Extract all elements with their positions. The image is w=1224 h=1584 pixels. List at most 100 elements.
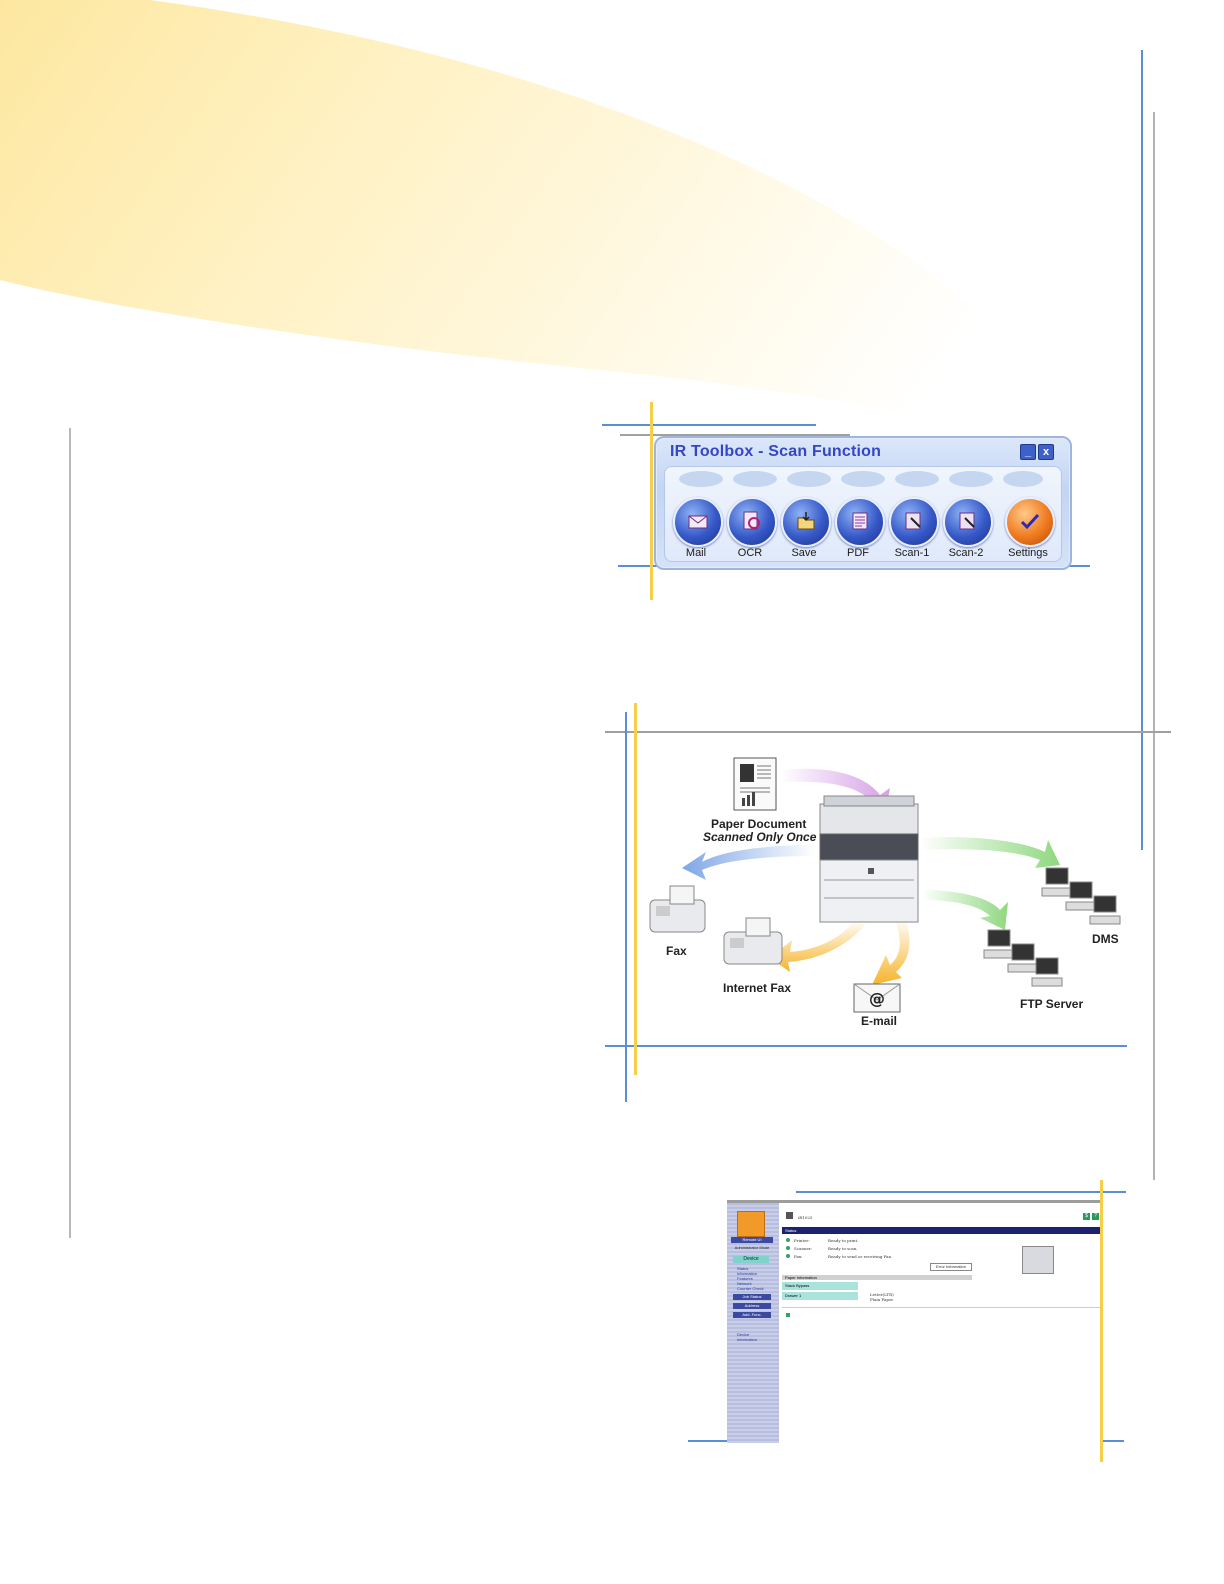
toolbox-rule-yellow	[650, 402, 653, 600]
footer-information-link[interactable]: Information	[737, 1337, 758, 1342]
divider	[782, 1307, 1100, 1308]
internet-fax-label: Internet Fax	[723, 981, 792, 995]
scan-2-label: Scan-2	[948, 547, 984, 559]
paper-row-stack-bypass: Stack Bypass	[782, 1282, 858, 1290]
status-dot	[786, 1238, 790, 1242]
toolbox-rule-top	[602, 424, 816, 426]
settings-label: Settings	[1008, 547, 1048, 559]
placeholder-slot	[841, 471, 885, 487]
nav-network[interactable]: Network	[737, 1281, 752, 1286]
arrow-to-internet-fax	[770, 920, 865, 972]
ftp-server-icon	[983, 929, 1063, 987]
placeholder-slot	[1003, 471, 1043, 487]
mail-icon	[688, 515, 708, 529]
diagram-rule-bottom	[605, 1045, 1127, 1047]
arrow-to-email	[872, 918, 910, 985]
nav-features[interactable]: Features	[737, 1276, 753, 1281]
status-dot	[786, 1246, 790, 1250]
placeholder-slot	[949, 471, 993, 487]
email-symbol: @	[869, 989, 885, 1008]
status-header: Status	[782, 1227, 1100, 1234]
remote-ui-sidebar: Remote UI Administrator Mode Device Stat…	[727, 1203, 779, 1443]
copier-thumbnail-icon	[1022, 1246, 1054, 1274]
right-margin-rule-blue	[1141, 50, 1143, 850]
minimize-button[interactable]: _	[1020, 444, 1036, 460]
paper-info-header: Paper Information	[782, 1275, 972, 1280]
fax-status-name: Fax:	[794, 1254, 803, 1259]
status-dot	[786, 1254, 790, 1258]
arrow-to-fax	[682, 845, 815, 880]
fax-status-value: Ready to send or receiving Fax.	[828, 1254, 893, 1259]
toolbox-button-panel: Mail OCR Save PDF Scan-1 Scan-2 Settings	[664, 466, 1062, 562]
printer-small-icon	[786, 1212, 793, 1219]
ftp-server-label: FTP Server	[1020, 997, 1084, 1011]
remote-ui-logo-icon	[737, 1211, 765, 1237]
address-button[interactable]: Address	[733, 1303, 771, 1309]
paper-document-label: Paper Document	[711, 817, 807, 831]
internet-fax-icon	[723, 917, 783, 965]
admin-mode-label: Administrator Mode	[734, 1245, 770, 1250]
save-label: Save	[791, 547, 817, 559]
nav-status[interactable]: Status	[737, 1266, 749, 1271]
toolbox-title: IR Toolbox - Scan Function	[670, 443, 882, 460]
toolbox-rule-gray	[620, 434, 850, 436]
scanner-status-value: Ready to scan.	[828, 1246, 858, 1251]
paper-document-icon	[733, 757, 777, 811]
scanner-status-name: Scanner:	[794, 1246, 813, 1251]
left-margin-rule	[69, 428, 71, 1238]
placeholder-slot	[733, 471, 777, 487]
paper-row-drawer-1: Drawer 1	[782, 1292, 858, 1300]
paper-size: Letter(LTR)	[870, 1292, 894, 1297]
mail-label: Mail	[685, 547, 707, 559]
webui-rule-top	[796, 1191, 1126, 1193]
error-information-button[interactable]: Error Information	[930, 1263, 972, 1271]
device-name: iR1025	[798, 1215, 813, 1220]
printer-status-value: Ready to print.	[828, 1238, 859, 1243]
dms-label: DMS	[1092, 932, 1119, 946]
settings-button[interactable]	[1005, 497, 1055, 547]
device-button[interactable]: Device	[733, 1256, 769, 1263]
scan-icon	[959, 512, 975, 530]
paper-type: Plain Paper	[870, 1297, 894, 1302]
footer-device-link[interactable]: Device	[737, 1332, 750, 1337]
email-label: E-mail	[861, 1014, 898, 1028]
diagram-rule-blue	[625, 712, 627, 1102]
nav-counter-check[interactable]: Counter Check	[737, 1286, 764, 1291]
scan-icon	[905, 512, 921, 530]
diagram-rule-top	[605, 731, 1171, 733]
email-envelope-icon: @	[853, 983, 901, 1013]
background-sweep	[0, 0, 1110, 470]
fax-machine-icon	[649, 885, 706, 933]
placeholder-slot	[895, 471, 939, 487]
job-status-button[interactable]: Job Status	[733, 1294, 771, 1300]
remote-ui-main: iR1025 $ ? Status Printer: Ready to prin…	[782, 1203, 1100, 1443]
arrow-to-ftp	[922, 890, 1008, 930]
add-func-button[interactable]: Add. Func.	[733, 1312, 771, 1318]
mail-button[interactable]	[673, 497, 723, 547]
help-button[interactable]: ?	[1092, 1213, 1099, 1220]
nav-information[interactable]: Information	[737, 1271, 758, 1276]
remote-ui-label: Remote UI	[731, 1237, 773, 1243]
refresh-button[interactable]: $	[1083, 1213, 1090, 1220]
placeholder-slot	[787, 471, 831, 487]
right-margin-rule-gray	[1153, 112, 1155, 1180]
settings-icon	[1020, 513, 1040, 530]
ocr-icon	[743, 511, 760, 530]
close-button[interactable]: x	[1038, 444, 1054, 460]
ocr-label: OCR	[737, 547, 763, 559]
scan-2-button[interactable]	[943, 497, 993, 547]
placeholder-slot	[679, 471, 723, 487]
status-marker-icon	[786, 1313, 790, 1317]
printer-status-name: Printer:	[794, 1238, 810, 1243]
copier-icon	[819, 795, 919, 923]
pdf-button[interactable]	[835, 497, 885, 547]
diagram-rule-yellow	[634, 703, 637, 1075]
webui-rule-yellow	[1100, 1180, 1103, 1462]
save-icon	[797, 512, 815, 530]
dms-icon	[1041, 867, 1121, 925]
save-button[interactable]	[781, 497, 831, 547]
scan-workflow-diagram: @	[649, 757, 1121, 1013]
ocr-button[interactable]	[727, 497, 777, 547]
scan-1-label: Scan-1	[894, 547, 930, 559]
scan-1-button[interactable]	[889, 497, 939, 547]
